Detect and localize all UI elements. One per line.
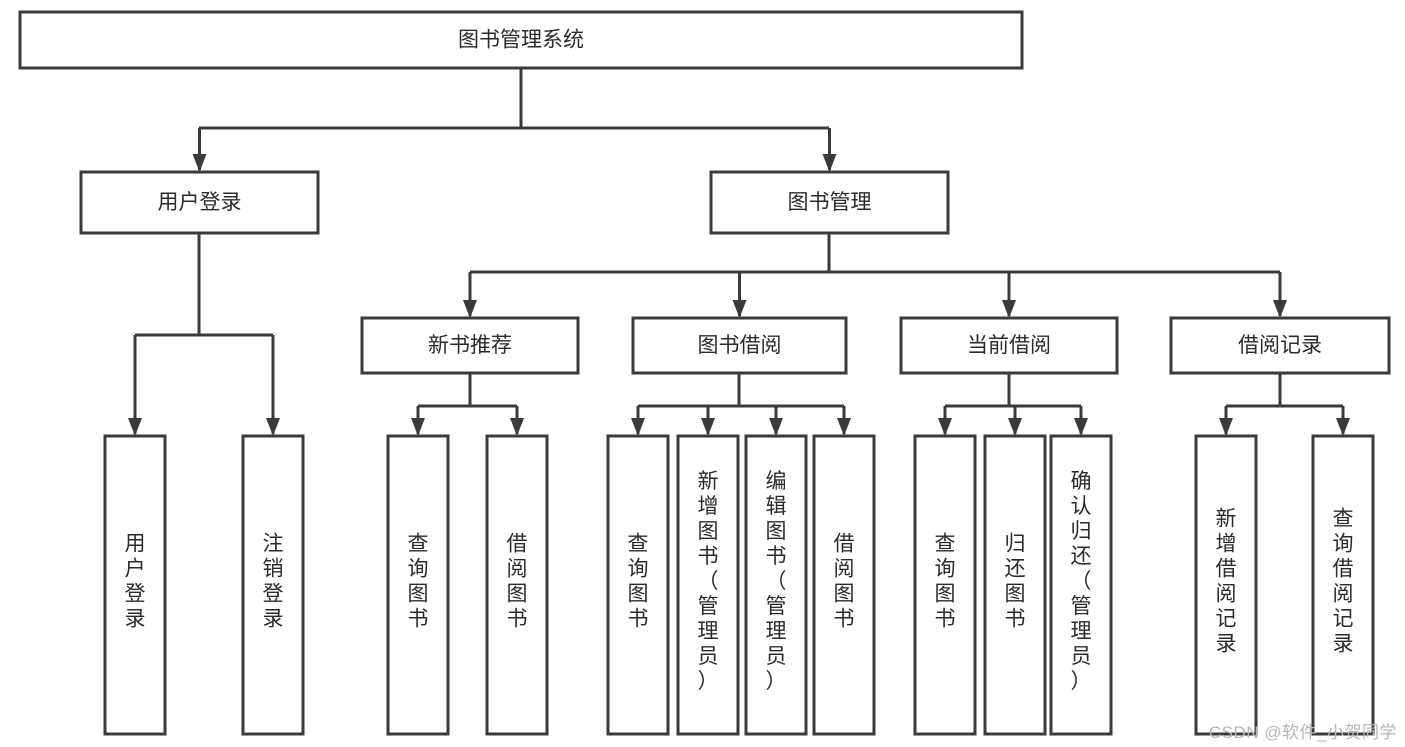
node-label-leaf-borrow-book-1: 借阅图书 xyxy=(507,533,528,631)
arrow-head-icon xyxy=(822,154,837,172)
node-label-leaf-add-book: 新增图书（管理员） xyxy=(698,470,719,693)
node-leaf-confirm-return[interactable]: 确认归还（管理员） xyxy=(1049,434,1113,736)
node-current-borrow[interactable]: 当前借阅 xyxy=(899,316,1119,375)
node-box-leaf-query-book-3[interactable] xyxy=(913,434,977,736)
node-box-leaf-user-login[interactable] xyxy=(103,434,167,736)
node-label-leaf-query-book-2: 查询图书 xyxy=(628,533,649,631)
node-leaf-user-login[interactable]: 用户登录 xyxy=(103,434,167,736)
node-box-current-borrow[interactable] xyxy=(899,316,1119,375)
node-label-leaf-query-record: 查询借阅记录 xyxy=(1333,508,1354,656)
node-box-root[interactable] xyxy=(18,10,1024,70)
arrow-head-icon xyxy=(192,154,207,172)
node-label-leaf-add-record: 新增借阅记录 xyxy=(1216,508,1237,656)
node-leaf-add-record[interactable]: 新增借阅记录 xyxy=(1194,434,1258,736)
node-box-book-manage[interactable] xyxy=(709,170,950,235)
node-box-leaf-user-logout[interactable] xyxy=(241,434,305,736)
node-box-leaf-query-record[interactable] xyxy=(1311,434,1375,736)
arrow-head-icon xyxy=(1219,418,1233,436)
arrow-head-icon xyxy=(938,418,952,436)
node-label-user-login: 用户登录 xyxy=(158,191,242,214)
node-leaf-user-logout[interactable]: 注销登录 xyxy=(241,434,305,736)
node-user-login[interactable]: 用户登录 xyxy=(79,170,320,235)
node-label-new-book-rec: 新书推荐 xyxy=(428,334,512,357)
node-box-leaf-edit-book[interactable] xyxy=(744,434,808,736)
node-leaf-edit-book[interactable]: 编辑图书（管理员） xyxy=(744,434,808,736)
node-new-book-rec[interactable]: 新书推荐 xyxy=(360,316,580,375)
arrow-head-icon xyxy=(1273,300,1287,318)
arrow-head-icon xyxy=(266,418,280,436)
node-book-manage[interactable]: 图书管理 xyxy=(709,170,950,235)
node-box-leaf-return-book[interactable] xyxy=(983,434,1047,736)
node-label-leaf-user-logout: 注销登录 xyxy=(263,533,284,631)
node-leaf-borrow-book-1[interactable]: 借阅图书 xyxy=(485,434,549,736)
node-borrow-record[interactable]: 借阅记录 xyxy=(1169,316,1391,375)
node-label-borrow-record: 借阅记录 xyxy=(1238,334,1322,357)
node-label-current-borrow: 当前借阅 xyxy=(967,334,1051,357)
node-leaf-query-book-2[interactable]: 查询图书 xyxy=(606,434,670,736)
node-box-book-borrow[interactable] xyxy=(631,316,848,375)
node-box-user-login[interactable] xyxy=(79,170,320,235)
arrow-head-icon xyxy=(732,300,747,318)
connector-bus-new-book-rec xyxy=(416,373,519,434)
node-layer: 图书管理系统用户登录图书管理新书推荐图书借阅当前借阅借阅记录用户登录注销登录查询… xyxy=(18,10,1391,736)
node-box-leaf-borrow-book-1[interactable] xyxy=(485,434,549,736)
arrow-head-icon xyxy=(128,418,142,436)
connector-bus-book-borrow xyxy=(636,373,846,434)
connector-bus-root xyxy=(198,68,831,170)
node-label-root: 图书管理系统 xyxy=(458,29,584,52)
node-label-book-borrow: 图书借阅 xyxy=(698,334,782,357)
arrow-head-icon xyxy=(411,418,425,436)
arrow-head-icon xyxy=(1008,418,1022,436)
arrow-head-icon xyxy=(1074,418,1088,436)
arrow-head-icon xyxy=(631,418,645,436)
node-leaf-borrow-book-2[interactable]: 借阅图书 xyxy=(812,434,876,736)
node-label-leaf-query-book-1: 查询图书 xyxy=(408,533,429,631)
node-leaf-return-book[interactable]: 归还图书 xyxy=(983,434,1047,736)
arrow-head-icon xyxy=(1336,418,1350,436)
node-box-leaf-query-book-2[interactable] xyxy=(606,434,670,736)
arrow-head-icon xyxy=(769,418,783,436)
connector-bus-borrow-record xyxy=(1224,373,1345,434)
node-box-leaf-confirm-return[interactable] xyxy=(1049,434,1113,736)
node-label-leaf-query-book-3: 查询图书 xyxy=(935,533,956,631)
node-label-leaf-borrow-book-2: 借阅图书 xyxy=(834,533,855,631)
connector-layer xyxy=(128,68,1350,436)
node-label-leaf-user-login: 用户登录 xyxy=(125,533,146,631)
node-leaf-query-book-1[interactable]: 查询图书 xyxy=(386,434,450,736)
node-leaf-query-record[interactable]: 查询借阅记录 xyxy=(1311,434,1375,736)
arrow-head-icon xyxy=(463,300,477,318)
connector-bus-book-manage xyxy=(468,233,1282,316)
node-box-leaf-add-book[interactable] xyxy=(676,434,740,736)
arrow-head-icon xyxy=(1002,300,1016,318)
node-label-leaf-edit-book: 编辑图书（管理员） xyxy=(766,470,787,693)
arrow-head-icon xyxy=(837,418,851,436)
node-root[interactable]: 图书管理系统 xyxy=(18,10,1024,70)
node-leaf-add-book[interactable]: 新增图书（管理员） xyxy=(676,434,740,736)
node-box-borrow-record[interactable] xyxy=(1169,316,1391,375)
node-box-leaf-query-book-1[interactable] xyxy=(386,434,450,736)
node-book-borrow[interactable]: 图书借阅 xyxy=(631,316,848,375)
node-label-leaf-return-book: 归还图书 xyxy=(1005,533,1026,631)
node-label-leaf-confirm-return: 确认归还（管理员） xyxy=(1071,470,1092,693)
node-box-new-book-rec[interactable] xyxy=(360,316,580,375)
node-label-book-manage: 图书管理 xyxy=(788,191,872,214)
node-box-leaf-add-record[interactable] xyxy=(1194,434,1258,736)
arrow-head-icon xyxy=(701,418,715,436)
node-leaf-query-book-3[interactable]: 查询图书 xyxy=(913,434,977,736)
arrow-head-icon xyxy=(510,418,524,436)
connector-bus-user-login xyxy=(133,233,275,434)
node-box-leaf-borrow-book-2[interactable] xyxy=(812,434,876,736)
